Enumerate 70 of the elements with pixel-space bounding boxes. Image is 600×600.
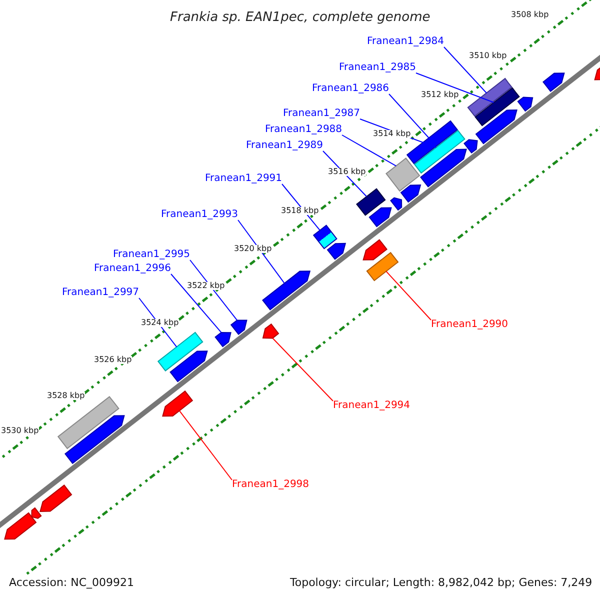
scale-label: 3520 kbp xyxy=(234,245,272,253)
gene-symbol xyxy=(262,323,280,339)
gene-label: Franean1_2985 xyxy=(339,63,416,73)
scale-label: 3528 kbp xyxy=(47,392,85,400)
gene-symbol xyxy=(390,197,402,211)
gene-label: Franean1_2997 xyxy=(62,288,140,298)
gene-symbol xyxy=(400,184,422,203)
genome-summary: Topology: circular; Length: 8,982,042 bp; Genes: 7,249 xyxy=(290,576,592,588)
leader-line xyxy=(342,134,397,166)
gene-block xyxy=(366,252,399,282)
scale-label: 3508 kbp xyxy=(511,11,549,19)
gene-block xyxy=(414,130,466,174)
gene-label: Franean1_2990 xyxy=(431,320,508,330)
gene-symbol xyxy=(475,109,518,144)
leader-line xyxy=(416,72,494,103)
gene-symbol xyxy=(230,320,248,335)
gene-symbol xyxy=(368,207,392,228)
leader-line xyxy=(238,220,285,284)
gene-label: Franean1_2989 xyxy=(246,141,324,151)
leader-line xyxy=(190,260,238,321)
leader-line xyxy=(178,410,232,480)
gene-block xyxy=(467,78,512,117)
gene-symbol xyxy=(170,350,208,382)
scale-label: 3522 kbp xyxy=(187,282,225,290)
gene-block xyxy=(312,224,338,250)
scale-label: 3530 kbp xyxy=(1,427,39,435)
accession-note: Accession: NC_009921 xyxy=(9,576,134,588)
gene-block xyxy=(474,87,520,126)
scale-label: 3518 kbp xyxy=(281,207,319,215)
leader-line xyxy=(138,298,178,348)
gene-symbol xyxy=(31,507,42,519)
gene-block xyxy=(356,188,386,216)
map-title: Frankia sp. EAN1pec, complete genome xyxy=(170,11,430,24)
scale-label: 3524 kbp xyxy=(141,319,179,327)
gene-block xyxy=(157,332,204,372)
leader-line xyxy=(272,338,334,402)
scale-label: 3516 kbp xyxy=(328,168,366,176)
gene-label: Franean1_2991 xyxy=(205,174,282,184)
gene-symbol xyxy=(262,270,311,310)
gene-symbol xyxy=(4,512,37,540)
gene-label: Franean1_2988 xyxy=(265,125,342,135)
gene-label: Franean1_2995 xyxy=(113,250,190,260)
gene-label: Franean1_2994 xyxy=(333,401,410,411)
leader-line xyxy=(444,46,487,94)
gene-symbol xyxy=(362,239,388,260)
gene-label: Franean1_2987 xyxy=(283,109,360,119)
gene-block xyxy=(386,158,420,192)
gene-label: Franean1_2998 xyxy=(232,480,310,490)
leader-line xyxy=(322,150,368,197)
gene-symbol xyxy=(326,242,346,260)
gene-symbol xyxy=(517,96,534,112)
gene-label: Franean1_2986 xyxy=(312,84,390,94)
scale-label: 3510 kbp xyxy=(469,52,507,60)
scale-label: 3512 kbp xyxy=(421,91,459,99)
gene-symbol xyxy=(420,148,467,188)
leader-line xyxy=(388,94,430,138)
leader-line xyxy=(282,184,320,231)
gene-label: Franean1_2984 xyxy=(367,37,444,47)
gene-symbol xyxy=(40,484,72,512)
gene-label: Franean1_2996 xyxy=(94,264,172,274)
scale-label: 3514 kbp xyxy=(373,130,411,138)
gene-symbol xyxy=(64,415,125,464)
leader-line xyxy=(386,270,432,320)
gene-label: Franean1_2993 xyxy=(161,210,238,220)
gene-symbol xyxy=(162,390,194,417)
leader-line xyxy=(170,274,222,333)
gene-symbol xyxy=(464,139,478,154)
gene-symbol xyxy=(542,72,565,92)
scale-label: 3526 kbp xyxy=(94,356,132,364)
gene-symbol xyxy=(214,332,232,348)
